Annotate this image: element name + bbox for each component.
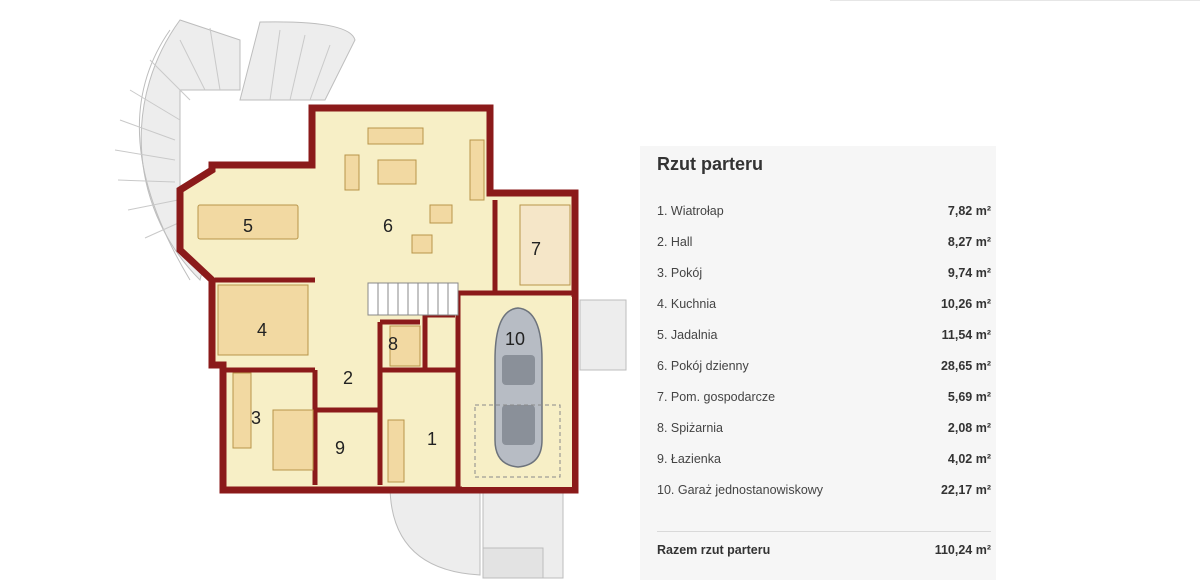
top-divider-line <box>830 0 1200 1</box>
room-name: 4. Kuchnia <box>657 297 717 311</box>
terrace-left <box>114 19 356 281</box>
interior-walls <box>215 108 575 488</box>
room-label-8: 8 <box>388 334 398 354</box>
room-label-1: 1 <box>427 429 437 449</box>
room-list: 1. Wiatrołap 7,82 m² 2. Hall 8,27 m² 3. … <box>657 204 991 514</box>
floor-plan-diagram: 1 2 3 4 5 6 7 8 9 10 <box>114 19 627 579</box>
room-name: 8. Spiżarnia <box>657 421 724 435</box>
car-icon <box>474 307 561 478</box>
total-value: 110,24 m² <box>934 543 991 557</box>
room-name: 3. Pokój <box>657 266 703 280</box>
room-name: 5. Jadalnia <box>657 328 718 342</box>
room-label-10: 10 <box>505 329 525 349</box>
room-row: 1. Wiatrołap 7,82 m² <box>657 204 991 235</box>
room-row: 5. Jadalnia 11,54 m² <box>657 328 991 359</box>
room-area: 8,27 m² <box>947 235 991 249</box>
room-name: 1. Wiatrołap <box>657 204 724 218</box>
room-area: 11,54 m² <box>941 328 991 342</box>
legend-title: Rzut parteru <box>657 154 764 174</box>
room-row: 6. Pokój dzienny 28,65 m² <box>657 359 991 390</box>
terrace-bottom <box>389 299 627 579</box>
room-label-4: 4 <box>257 320 267 340</box>
room-area-legend: Rzut parteru 1. Wiatrołap 7,82 m² 2. Hal… <box>640 146 996 580</box>
room-area: 28,65 m² <box>940 359 991 373</box>
furniture <box>197 127 571 483</box>
stairs <box>367 282 459 316</box>
room-name: 10. Garaż jednostanowiskowy <box>657 483 824 497</box>
room-row: 7. Pom. gospodarcze 5,69 m² <box>657 390 991 421</box>
room-label-5: 5 <box>243 216 253 236</box>
total-label: Razem rzut parteru <box>657 543 771 557</box>
room-area: 10,26 m² <box>940 297 991 311</box>
room-label-7: 7 <box>531 239 541 259</box>
room-name: 6. Pokój dzienny <box>657 359 749 373</box>
room-area: 4,02 m² <box>947 452 991 466</box>
room-row: 2. Hall 8,27 m² <box>657 235 991 266</box>
room-area: 9,74 m² <box>947 266 991 280</box>
room-row: 4. Kuchnia 10,26 m² <box>657 297 991 328</box>
room-label-9: 9 <box>335 438 345 458</box>
room-label-6: 6 <box>383 216 393 236</box>
room-name: 2. Hall <box>657 235 693 249</box>
room-labels: 1 2 3 4 5 6 7 8 9 10 <box>243 216 541 458</box>
room-label-2: 2 <box>343 368 353 388</box>
room-name: 9. Łazienka <box>657 452 721 466</box>
room-area: 7,82 m² <box>947 204 991 218</box>
room-row: 10. Garaż jednostanowiskowy 22,17 m² <box>657 483 991 514</box>
room-name: 7. Pom. gospodarcze <box>657 390 776 404</box>
room-area: 5,69 m² <box>947 390 991 404</box>
room-area: 22,17 m² <box>940 483 991 497</box>
room-label-3: 3 <box>251 408 261 428</box>
room-row: 8. Spiżarnia 2,08 m² <box>657 421 991 452</box>
room-row: 3. Pokój 9,74 m² <box>657 266 991 297</box>
total-row: Razem rzut parteru 110,24 m² <box>657 543 991 563</box>
total-divider <box>657 531 991 532</box>
room-area: 2,08 m² <box>947 421 991 435</box>
room-row: 9. Łazienka 4,02 m² <box>657 452 991 483</box>
